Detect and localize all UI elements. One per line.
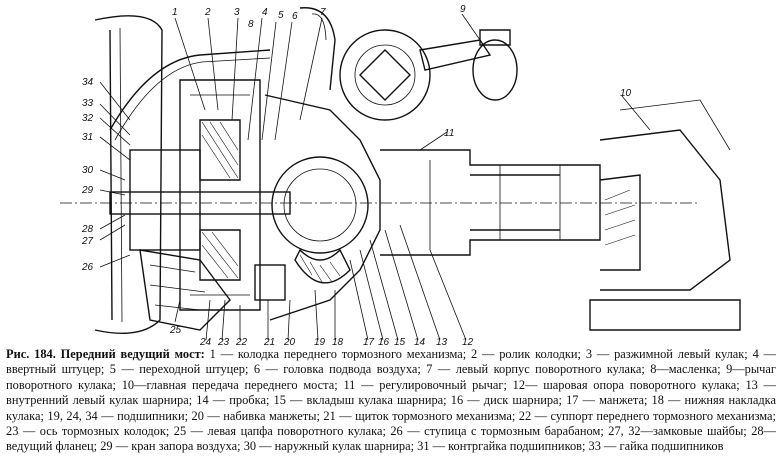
callout-13: 13 — [436, 337, 448, 346]
callout-15: 15 — [394, 337, 406, 346]
callout-6: 6 — [292, 11, 298, 22]
callout-23: 23 — [217, 337, 230, 346]
callout-28: 28 — [81, 224, 94, 235]
callout-numbers: 1 2 3 4 5 6 7 8 9 10 11 12 13 14 15 16 1… — [81, 4, 632, 346]
callout-31: 31 — [82, 132, 93, 143]
axle-housing — [380, 99, 741, 331]
callout-8: 8 — [248, 19, 254, 30]
wheel-rim — [94, 7, 336, 335]
callout-20: 20 — [283, 337, 296, 346]
callout-12: 12 — [462, 337, 474, 346]
steering-knuckle-lever — [339, 29, 518, 121]
brake-support — [139, 249, 286, 331]
front-axle-drawing: 1 2 3 4 5 6 7 8 9 10 11 12 13 14 15 16 1… — [60, 4, 741, 346]
callout-7: 7 — [320, 7, 326, 18]
knuckle-housing — [264, 94, 381, 321]
callout-14: 14 — [414, 337, 426, 346]
hub-brake-drum — [129, 79, 261, 311]
caption-legend-text: 1 — колодка переднего тормозного механиз… — [6, 347, 776, 454]
callout-32: 32 — [82, 113, 94, 124]
callout-5: 5 — [278, 10, 284, 21]
callout-11: 11 — [444, 128, 454, 139]
callout-2: 2 — [204, 7, 211, 18]
callout-30: 30 — [82, 165, 94, 176]
callout-33: 33 — [82, 98, 94, 109]
figure-caption: Рис. 184. Передний ведущий мост: 1 — кол… — [6, 347, 776, 472]
caption-title: Рис. 184. Передний ведущий мост: — [6, 347, 205, 361]
callout-26: 26 — [81, 262, 94, 273]
callout-22: 22 — [235, 337, 248, 346]
callout-16: 16 — [378, 337, 390, 346]
callout-3: 3 — [234, 7, 240, 18]
callout-24: 24 — [199, 337, 212, 346]
callout-21: 21 — [263, 337, 275, 346]
callout-18: 18 — [332, 337, 344, 346]
callout-10: 10 — [620, 88, 632, 99]
callout-25: 25 — [169, 325, 182, 336]
callout-34: 34 — [82, 77, 94, 88]
callout-9: 9 — [460, 4, 466, 15]
callout-19: 19 — [314, 337, 326, 346]
callout-17: 17 — [363, 337, 375, 346]
leader-lines — [99, 13, 651, 341]
callout-27: 27 — [81, 236, 94, 247]
callout-29: 29 — [81, 185, 94, 196]
air-supply-line — [109, 49, 271, 141]
callout-1: 1 — [172, 7, 178, 18]
callout-4: 4 — [262, 7, 268, 18]
